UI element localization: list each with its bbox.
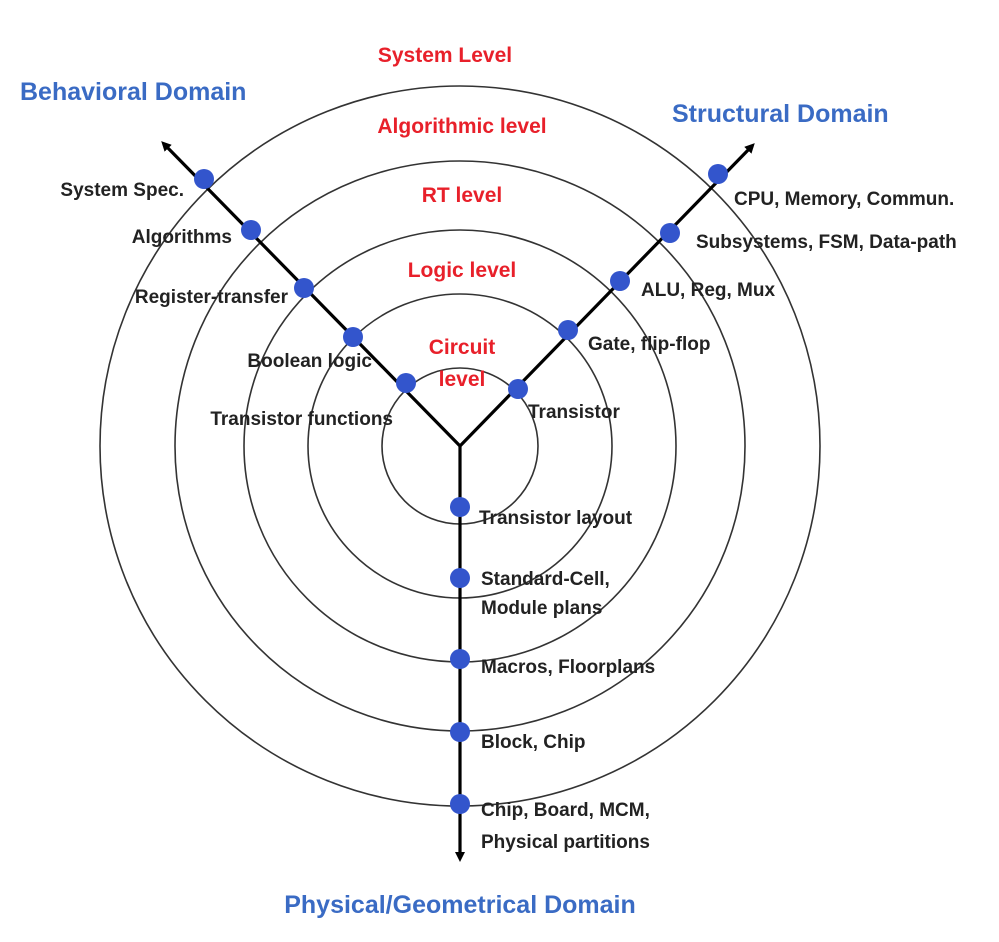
label-chip-board-line1: Chip, Board, MCM, — [481, 800, 650, 821]
label-alu-reg-mux: ALU, Reg, Mux — [641, 280, 775, 301]
level-title-circuit-line1: Circuit — [429, 336, 496, 359]
label-transistor-functions: Transistor functions — [210, 409, 393, 430]
behavioral-axis — [161, 141, 462, 448]
label-standard-cell-line2: Module plans — [481, 598, 602, 619]
level-title-rt: RT level — [422, 184, 503, 207]
node-algorithms — [241, 220, 261, 240]
label-boolean-logic: Boolean logic — [247, 351, 372, 372]
node-cpu-memory — [708, 164, 728, 184]
behavioral-labels: System Spec. Algorithms Register-transfe… — [60, 180, 393, 430]
node-standard-cell — [450, 568, 470, 588]
node-transistor — [508, 379, 528, 399]
label-macros-floorplans: Macros, Floorplans — [481, 657, 655, 678]
node-block-chip — [450, 722, 470, 742]
node-macros-floorplans — [450, 649, 470, 669]
label-transistor: Transistor — [528, 402, 620, 423]
label-gate-flipflop: Gate, flip-flop — [588, 334, 710, 355]
domain-titles: Behavioral Domain Structural Domain Phys… — [20, 78, 889, 919]
level-title-system: System Level — [378, 44, 512, 67]
label-block-chip: Block, Chip — [481, 732, 586, 753]
node-system-spec — [194, 169, 214, 189]
label-algorithms: Algorithms — [132, 227, 232, 248]
node-chip-board — [450, 794, 470, 814]
node-transistor-functions — [396, 373, 416, 393]
label-cpu-memory: CPU, Memory, Commun. — [734, 189, 954, 210]
structural-labels: CPU, Memory, Commun. Subsystems, FSM, Da… — [528, 189, 957, 423]
physical-labels: Transistor layout Standard-Cell, Module … — [479, 508, 655, 853]
node-transistor-layout — [450, 497, 470, 517]
label-transistor-layout: Transistor layout — [479, 508, 633, 529]
level-title-circuit-line2: level — [439, 368, 486, 391]
structural-axis — [458, 143, 755, 448]
node-boolean-logic — [343, 327, 363, 347]
node-alu-reg-mux — [610, 271, 630, 291]
label-standard-cell-line1: Standard-Cell, — [481, 569, 610, 590]
level-title-algorithmic: Algorithmic level — [377, 115, 546, 138]
label-chip-board-line2: Physical partitions — [481, 832, 650, 853]
level-titles: System Level Algorithmic level RT level … — [377, 44, 546, 391]
behavioral-domain-title: Behavioral Domain — [20, 78, 246, 106]
node-gate-flipflop — [558, 320, 578, 340]
label-subsystems: Subsystems, FSM, Data-path — [696, 232, 957, 253]
label-register-transfer: Register-transfer — [135, 287, 289, 308]
structural-nodes — [508, 164, 728, 399]
physical-nodes — [450, 497, 470, 814]
node-register-transfer — [294, 278, 314, 298]
structural-domain-title: Structural Domain — [672, 100, 889, 128]
physical-domain-title: Physical/Geometrical Domain — [284, 891, 636, 919]
level-title-logic: Logic level — [408, 259, 517, 282]
label-system-spec: System Spec. — [60, 180, 184, 201]
behavioral-nodes — [194, 169, 416, 393]
node-subsystems — [660, 223, 680, 243]
